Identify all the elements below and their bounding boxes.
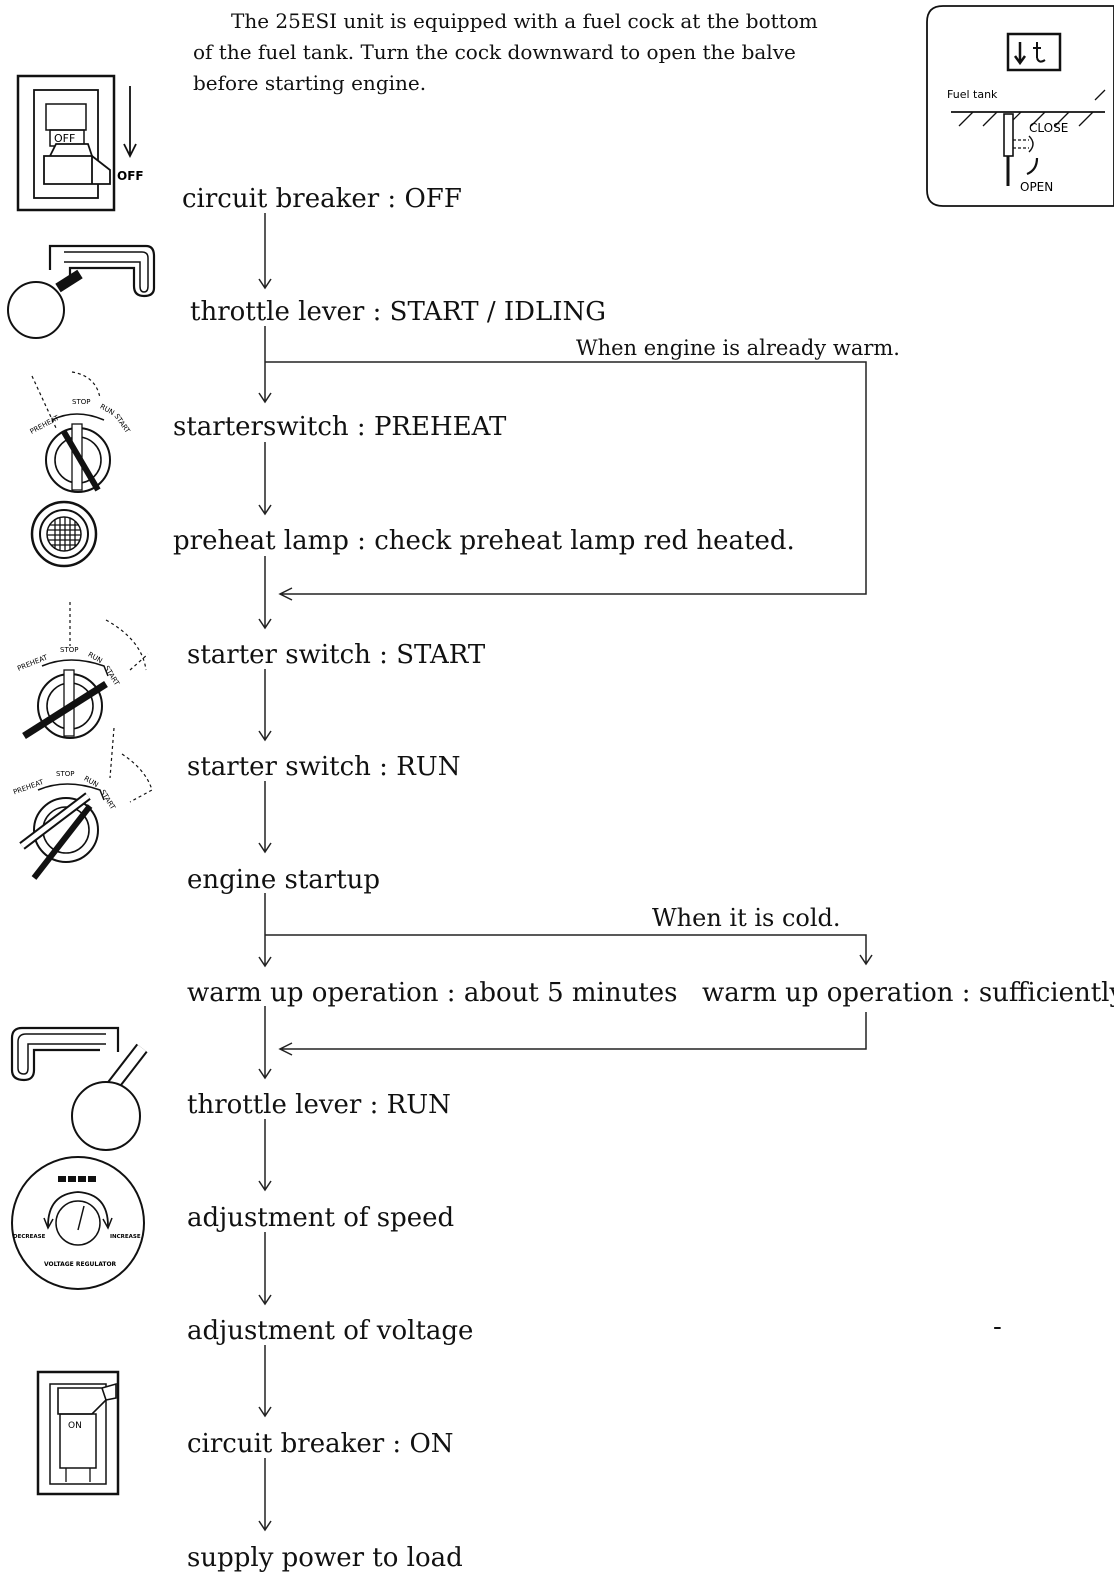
bypass-warm-connector	[265, 361, 867, 601]
voltage-regulator-icon: DECREASE INCREASE VOLTAGE REGULATOR	[8, 1154, 148, 1292]
step-adjust-speed: adjustment of speed	[187, 1203, 455, 1233]
circuit-breaker-on-icon: ON	[36, 1370, 126, 1498]
regulator-decrease-label: DECREASE	[13, 1234, 46, 1240]
note-cold: When it is cold.	[652, 904, 841, 932]
breaker-on-label: ON	[68, 1421, 82, 1431]
arrow-1	[258, 213, 272, 290]
regulator-increase-label: INCREASE	[110, 1234, 141, 1240]
stop-label-2: STOP	[60, 646, 78, 654]
preheat-label-2: PREHEAT	[16, 653, 49, 673]
intro-paragraph: The 25ESI unit is equipped with a fuel c…	[193, 6, 893, 99]
step-starter-switch-start: starter switch : START	[187, 640, 486, 670]
regulator-label: VOLTAGE REGULATOR	[44, 1261, 117, 1268]
stop-label-3: STOP	[56, 770, 74, 778]
starter-switch-start-icon: PREHEAT STOP RUN START	[12, 600, 152, 740]
preheat-label: PREHEAT	[29, 414, 61, 436]
cold-branch-connector	[265, 934, 873, 966]
start-label: START	[112, 412, 131, 435]
step-throttle-start-idling: throttle lever : START / IDLING	[190, 297, 607, 327]
step-warm-up-sufficiently: warm up operation : sufficiently	[702, 978, 1114, 1008]
step-supply-power: supply power to load	[187, 1543, 463, 1573]
breaker-off-arrow-label: OFF	[117, 169, 144, 183]
fuel-cock-figure: Fuel tank CLOSE OPEN	[925, 4, 1114, 208]
arrow-7	[258, 893, 272, 968]
note-already-warm: When engine is already warm.	[576, 336, 900, 360]
arrow-8	[258, 1006, 272, 1080]
arrow-10	[258, 1232, 272, 1306]
arrow-3	[258, 442, 272, 516]
throttle-lever-idle-icon	[6, 240, 158, 350]
step-throttle-run: throttle lever : RUN	[187, 1090, 451, 1120]
circuit-breaker-off-icon: OFF OFF	[16, 72, 148, 214]
preheat-label-3: PREHEAT	[12, 778, 45, 797]
arrow-5	[258, 669, 272, 742]
throttle-lever-run-icon	[8, 1022, 158, 1152]
arrow-4	[258, 556, 272, 630]
breaker-off-window-label: OFF	[54, 132, 75, 145]
arrow-11	[258, 1345, 272, 1418]
step-circuit-breaker-on: circuit breaker : ON	[187, 1429, 454, 1459]
step-starter-switch-run: starter switch : RUN	[187, 752, 461, 782]
close-label: CLOSE	[1029, 121, 1068, 135]
cold-merge-connector	[278, 1012, 867, 1056]
step-preheat-lamp: preheat lamp : check preheat lamp red he…	[173, 526, 795, 556]
step-adjust-voltage: adjustment of voltage	[187, 1316, 474, 1346]
intro-line-1: The 25ESI unit is equipped with a fuel c…	[231, 9, 818, 33]
step-warm-up-5-minutes: warm up operation : about 5 minutes	[187, 978, 678, 1008]
intro-line-3: before starting engine.	[193, 71, 427, 95]
run-label: RUN	[99, 403, 116, 418]
stop-label: STOP	[72, 398, 90, 406]
step-engine-startup: engine startup	[187, 865, 381, 895]
intro-line-2: of the fuel tank. Turn the cock downward…	[193, 40, 796, 64]
preheat-lamp-icon	[30, 500, 98, 568]
arrow-12	[258, 1458, 272, 1532]
open-label: OPEN	[1020, 180, 1053, 194]
arrow-6	[258, 781, 272, 854]
step-circuit-breaker-off: circuit breaker : OFF	[182, 184, 462, 214]
starter-switch-preheat-icon: PREHEAT STOP RUN START	[28, 368, 148, 498]
arrow-2	[258, 326, 272, 404]
arrow-9	[258, 1119, 272, 1192]
stray-dash-mark: -	[993, 1312, 1002, 1342]
step-starterswitch-preheat: starterswitch : PREHEAT	[173, 412, 507, 442]
starter-switch-run-icon: PREHEAT STOP RUN START	[10, 726, 160, 882]
fuel-tank-label: Fuel tank	[947, 88, 998, 101]
